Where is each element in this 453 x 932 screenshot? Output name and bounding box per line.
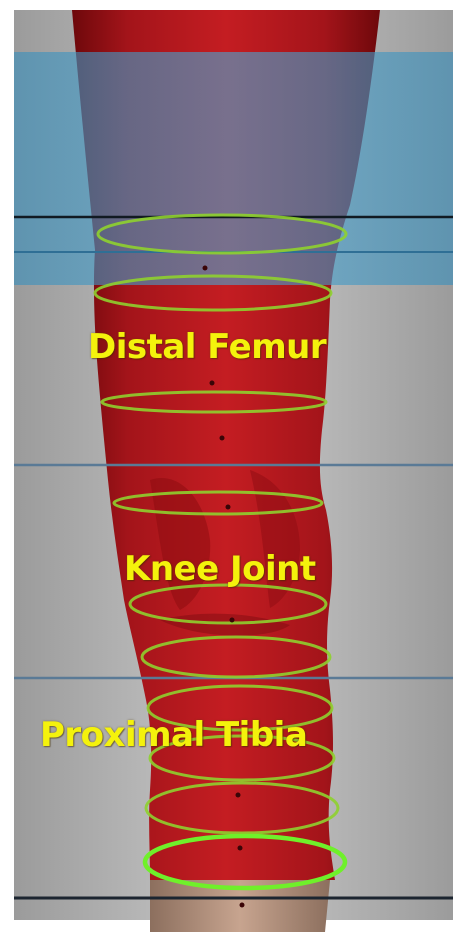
landmark-point — [230, 618, 235, 623]
upper-selection-panel — [14, 52, 453, 285]
distal-femur-label: Distal Femur — [88, 330, 326, 364]
landmark-point — [236, 793, 241, 798]
landmark-point — [240, 903, 245, 908]
landmark-point — [226, 505, 231, 510]
knee-joint-label: Knee Joint — [124, 552, 316, 586]
landmark-point — [210, 381, 215, 386]
proximal-tibia-label: Proximal Tibia — [40, 718, 307, 752]
landmark-point — [220, 436, 225, 441]
landmark-point — [203, 266, 208, 271]
landmark-point — [238, 846, 243, 851]
